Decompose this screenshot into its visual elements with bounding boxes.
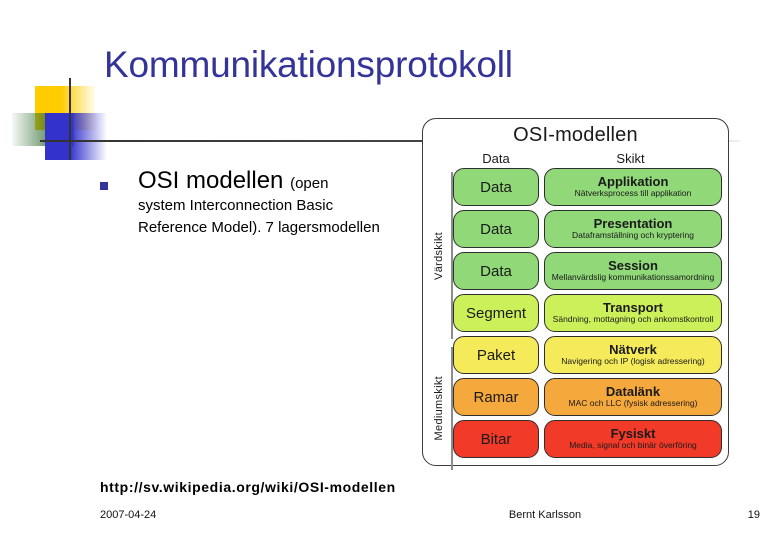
osi-model-figure: OSI-modellen Data Skikt Värdskikt Medium… (422, 118, 729, 470)
group-rule-media (451, 347, 453, 470)
layer-description: Media, signal och binär överföring (569, 440, 697, 451)
layer-name: Datalänk (605, 384, 661, 400)
group-host-layers: Värdskikt (427, 168, 453, 343)
layer-description: Nätverksprocess till applikation (574, 188, 692, 199)
osi-column-headers: Data Skikt (423, 151, 728, 166)
group-rule-host (451, 172, 453, 339)
bullet-rest-label: system Interconnection Basic Reference M… (138, 196, 380, 236)
data-unit-cell: Data (453, 210, 539, 248)
layer-name: Presentation (593, 216, 673, 232)
data-unit-cell: Paket (453, 336, 539, 374)
footer-page-number: 19 (747, 509, 760, 521)
vertical-rule (69, 78, 71, 160)
layer-name: Fysiskt (610, 426, 656, 442)
footer-author: Bernt Karlsson (508, 509, 582, 521)
bullet-text: OSI modellen (open system Interconnectio… (138, 167, 400, 238)
decorative-motif (0, 0, 420, 160)
layer-name: Session (608, 258, 658, 274)
horizontal-rule (40, 140, 740, 142)
data-unit-cell: Segment (453, 294, 539, 332)
layer-description: Navigering och IP (logisk adressering) (561, 356, 705, 367)
layer-name: Nätverk (609, 342, 657, 358)
bullet-lead-line: OSI modellen (open (138, 167, 400, 195)
bullet-lead-suffix: (open (290, 175, 329, 192)
layer-description: MAC och LLC (fysisk adressering) (568, 398, 698, 409)
bullet-lead-label: OSI modellen (138, 167, 284, 194)
layer-description: Dataframställning och kryptering (572, 230, 694, 241)
group-media-layers: Mediumskikt (427, 343, 453, 474)
data-unit-cell: Data (453, 168, 539, 206)
column-header-data: Data (482, 151, 510, 166)
layer-name: Transport (603, 300, 663, 316)
footer: 2007-04-24 Bernt Karlsson 19 (100, 509, 760, 521)
column-header-skikt: Skikt (616, 151, 645, 166)
layer-description: Mellanvärdslig kommunikationssamordning (551, 272, 715, 283)
bullet-block: OSI modellen (open system Interconnectio… (100, 167, 400, 238)
osi-group-sidebar: Värdskikt Mediumskikt (427, 168, 453, 474)
page-title: Kommunikationsprotokoll (104, 44, 513, 85)
data-unit-cell: Data (453, 252, 539, 290)
source-url[interactable]: http://sv.wikipedia.org/wiki/OSI-modelle… (100, 479, 396, 495)
osi-figure-title: OSI-modellen (513, 124, 638, 146)
footer-date: 2007-04-24 (100, 509, 157, 521)
blue-square-icon (45, 113, 107, 160)
data-unit-cell: Bitar (453, 420, 539, 458)
group-label-host: Värdskikt (433, 231, 445, 280)
layer-name: Applikation (597, 174, 669, 190)
bullet-marker-icon (100, 182, 108, 190)
layer-description: Sändning, mottagning och ankomstkontroll (552, 314, 714, 325)
group-label-media: Mediumskikt (433, 376, 445, 441)
data-unit-cell: Ramar (453, 378, 539, 416)
